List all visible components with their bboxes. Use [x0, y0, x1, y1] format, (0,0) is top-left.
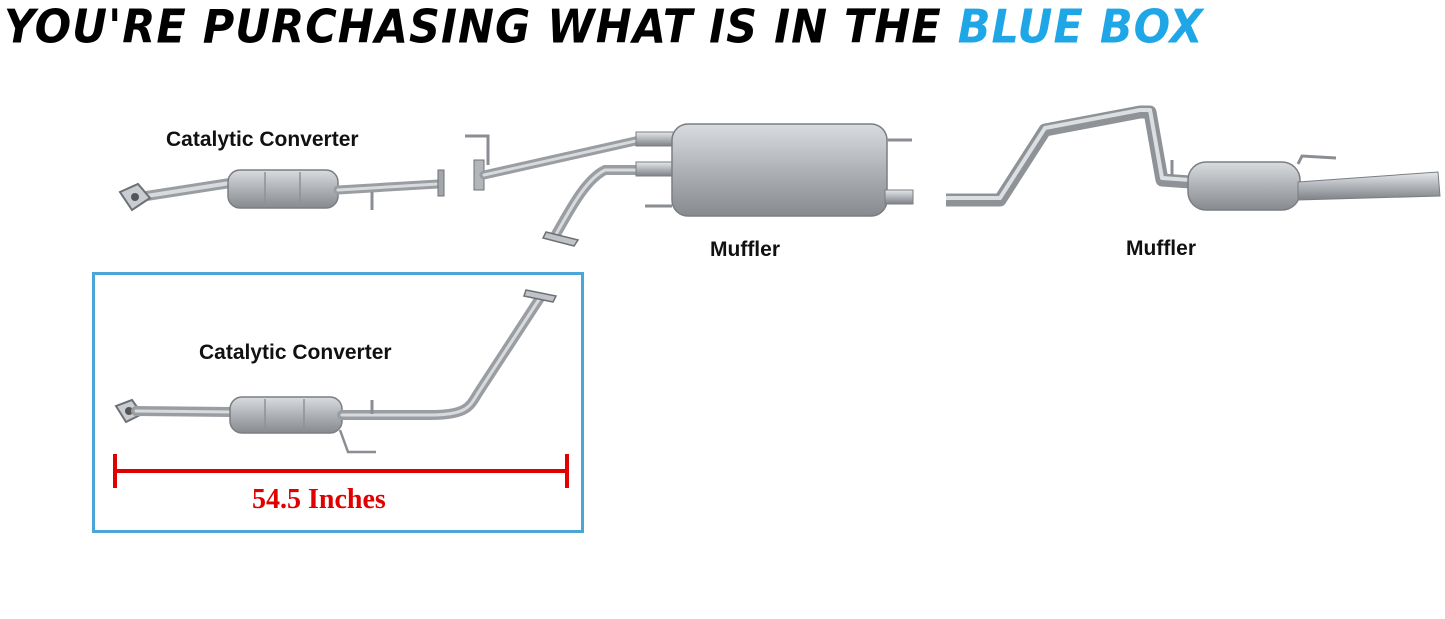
mid-muffler-assembly [465, 123, 914, 247]
top-converter-label: Catalytic Converter [166, 128, 359, 151]
headline-main: YOU'RE PURCHASING WHAT IS IN THE [4, 0, 958, 55]
rear-muffler-label: Muffler [1126, 237, 1196, 260]
rear-muffler-assembly [946, 105, 1441, 211]
boxed-catalytic-converter [114, 289, 558, 454]
blue-box-highlight [92, 272, 584, 533]
box-converter-label: Catalytic Converter [199, 341, 392, 364]
top-catalytic-converter [118, 169, 445, 212]
measurement-line [113, 454, 569, 488]
mid-muffler-label: Muffler [710, 238, 780, 261]
headline-highlight: BLUE BOX [957, 0, 1204, 55]
headline: YOU'RE PURCHASING WHAT IS IN THE BLUE BO… [4, 0, 1204, 56]
measurement-text: 54.5 Inches [252, 484, 386, 515]
